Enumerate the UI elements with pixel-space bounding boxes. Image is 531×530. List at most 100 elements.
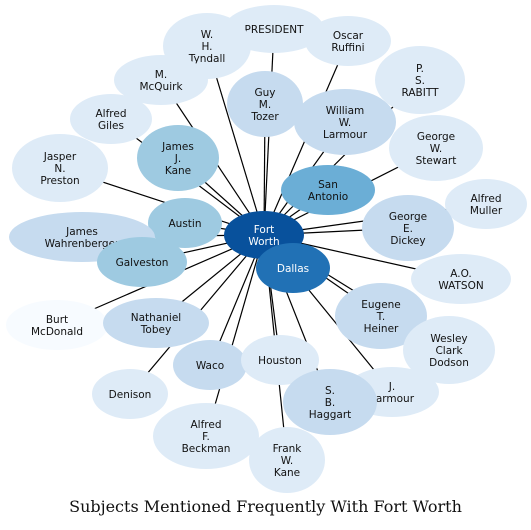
node-alfred-f-beckman-label-2: Beckman — [182, 443, 231, 455]
node-guy-m-tozer-label-1: M. — [259, 99, 271, 111]
node-burt-mcdonald-label-1: McDonald — [31, 326, 83, 338]
node-nathaniel-tobey-ellipse — [103, 298, 209, 348]
node-fort-worth-label-0: Fort — [254, 224, 275, 236]
node-james-wahrenberger-label-0: James — [65, 226, 98, 238]
node-waco-label-0: Waco — [196, 360, 224, 372]
node-galveston-ellipse — [97, 237, 187, 287]
node-alfred-muller-label-0: Alfred — [470, 193, 501, 205]
edge-fort-worth-alfred-f-beckman — [205, 234, 265, 437]
node-alfred-giles-ellipse — [70, 94, 152, 144]
node-eugene-t-heiner-ellipse — [335, 283, 427, 349]
node-j-larmour-label-0: J. — [388, 381, 395, 393]
node-burt-mcdonald-label-0: Burt — [46, 314, 68, 326]
diagram-caption: Subjects Mentioned Frequently With Fort … — [69, 497, 462, 516]
node-houston: Houston — [241, 335, 319, 385]
node-waco: Waco — [173, 340, 247, 390]
node-sb-haggart-label-0: S. — [325, 385, 335, 397]
node-wh-tyndall-label-1: H. — [201, 41, 212, 53]
node-george-w-stewart-ellipse — [389, 115, 483, 181]
node-george-e-dickey-label-1: E. — [403, 223, 413, 235]
node-william-w-larmour-label-0: William — [326, 105, 364, 117]
node-denison-label-0: Denison — [109, 389, 152, 401]
node-oscar-ruffini-label-0: Oscar — [333, 30, 364, 42]
node-william-w-larmour-ellipse — [294, 89, 396, 155]
node-m-mcquirk-ellipse — [114, 55, 208, 105]
node-ps-rabitt-ellipse — [375, 46, 465, 114]
node-sb-haggart-ellipse — [283, 369, 377, 435]
node-eugene-t-heiner-label-2: Heiner — [364, 323, 399, 335]
node-j-larmour-label-1: Larmour — [370, 393, 415, 405]
node-houston-label-0: Houston — [258, 355, 302, 367]
node-san-antonio-label-0: San — [318, 179, 338, 191]
node-ps-rabitt-label-2: RABITT — [402, 87, 440, 99]
node-ps-rabitt-label-1: S. — [415, 75, 425, 87]
node-wesley-clark-dodson-ellipse — [403, 316, 495, 384]
node-austin: Austin — [148, 198, 222, 248]
node-george-w-stewart-label-0: George — [417, 131, 455, 143]
node-burt-mcdonald-ellipse — [6, 300, 108, 350]
node-austin-label-0: Austin — [169, 218, 202, 230]
node-wesley-clark-dodson-label-0: Wesley — [430, 333, 467, 345]
node-james-j-kane-label-0: James — [161, 141, 194, 153]
node-jasper-n-preston-label-1: N. — [54, 163, 65, 175]
node-guy-m-tozer-label-2: Tozer — [250, 111, 279, 123]
node-jasper-n-preston-label-2: Preston — [40, 175, 79, 187]
node-dallas-ellipse — [256, 243, 330, 293]
node-ao-watson-label-1: WATSON — [438, 280, 483, 292]
node-george-w-stewart-label-1: W. — [430, 143, 443, 155]
node-fort-worth-label-1: Worth — [248, 236, 279, 248]
node-oscar-ruffini-ellipse — [305, 16, 391, 66]
node-wh-tyndall-label-0: W. — [201, 29, 214, 41]
node-guy-m-tozer-ellipse — [227, 71, 303, 137]
node-frank-w-kane-label-1: W. — [281, 455, 294, 467]
node-san-antonio-label-1: Antonio — [308, 191, 348, 203]
node-oscar-ruffini-label-1: Ruffini — [331, 42, 364, 54]
node-sb-haggart: S.B.Haggart — [283, 369, 377, 435]
node-alfred-f-beckman-label-1: F. — [202, 431, 210, 443]
node-frank-w-kane-label-0: Frank — [273, 443, 303, 455]
node-waco-ellipse — [173, 340, 247, 390]
node-ps-rabitt-label-0: P. — [416, 63, 424, 75]
node-jasper-n-preston-label-0: Jasper — [43, 151, 77, 163]
node-jasper-n-preston-ellipse — [12, 134, 108, 202]
node-wesley-clark-dodson-label-1: Clark — [435, 345, 463, 357]
node-austin-ellipse — [148, 198, 222, 248]
node-dallas: Dallas — [256, 243, 330, 293]
node-alfred-giles-label-1: Giles — [98, 120, 124, 132]
node-dallas-label-0: Dallas — [277, 263, 309, 275]
node-james-j-kane-label-1: J. — [174, 153, 181, 165]
node-ps-rabitt: P.S.RABITT — [375, 46, 465, 114]
node-nathaniel-tobey-label-1: Tobey — [140, 324, 171, 336]
node-wh-tyndall-label-2: Tyndall — [188, 53, 226, 65]
node-alfred-giles-label-0: Alfred — [95, 108, 126, 120]
node-alfred-muller-ellipse — [445, 179, 527, 229]
node-james-j-kane-ellipse — [137, 125, 219, 191]
network-diagram: FortWorthPRESIDENTW.H.TyndallOscarRuffin… — [6, 5, 527, 493]
node-sb-haggart-label-2: Haggart — [309, 409, 352, 421]
node-frank-w-kane-label-2: Kane — [274, 467, 300, 479]
node-george-e-dickey-ellipse — [362, 195, 454, 261]
node-frank-w-kane-ellipse — [249, 427, 325, 493]
node-layer: FortWorthPRESIDENTW.H.TyndallOscarRuffin… — [6, 5, 527, 493]
node-william-w-larmour-label-1: W. — [339, 117, 352, 129]
node-ao-watson-label-0: A.O. — [450, 268, 472, 280]
node-eugene-t-heiner-label-1: T. — [376, 311, 386, 323]
node-ao-watson: A.O.WATSON — [411, 254, 511, 304]
node-james-wahrenberger-label-1: Wahrenberger — [45, 238, 120, 250]
node-guy-m-tozer-label-0: Guy — [254, 87, 275, 99]
node-denison-ellipse — [92, 369, 168, 419]
node-alfred-f-beckman-label-0: Alfred — [190, 419, 221, 431]
node-m-mcquirk: M.McQuirk — [114, 55, 208, 105]
